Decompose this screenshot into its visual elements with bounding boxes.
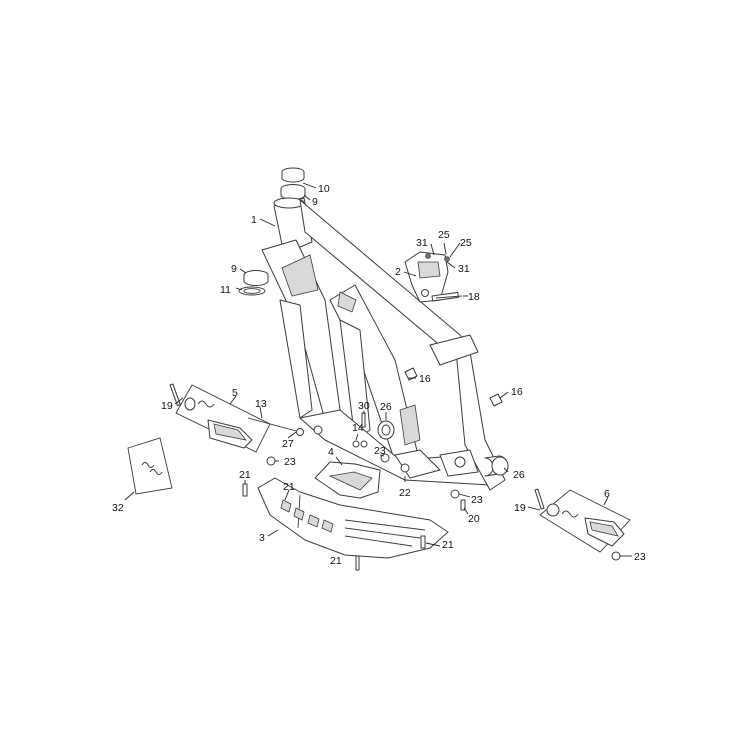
callout-23-far-right: 23 bbox=[634, 551, 646, 563]
cable-clips bbox=[404, 367, 503, 407]
spring-kit-bag bbox=[127, 437, 173, 495]
head-bearing-bottom bbox=[238, 270, 269, 296]
callout-30: 30 bbox=[358, 400, 370, 412]
callout-21-skid: 21 bbox=[283, 481, 295, 493]
footpeg-left-assembly bbox=[169, 383, 271, 453]
head-bearing-top bbox=[280, 167, 306, 200]
callout-13: 13 bbox=[255, 398, 267, 410]
skid-plate bbox=[257, 477, 449, 559]
callout-31-right: 31 bbox=[458, 263, 470, 275]
engine-mount-bracket bbox=[404, 251, 459, 303]
chain-slider bbox=[314, 461, 381, 499]
long-bolt bbox=[247, 417, 304, 436]
leader-lines bbox=[124, 182, 632, 557]
callout-labels: 10 9 1 9 11 31 25 25 2 31 18 16 16 19 5 … bbox=[112, 183, 646, 567]
callout-25-left: 25 bbox=[438, 229, 450, 241]
bolt-18 bbox=[435, 295, 463, 299]
callout-27: 27 bbox=[282, 438, 294, 450]
callout-16-right: 16 bbox=[511, 386, 523, 398]
small-bolts bbox=[352, 412, 368, 448]
callout-21-upper-left: 21 bbox=[239, 469, 251, 481]
footpeg-right-assembly bbox=[534, 488, 631, 553]
callout-25-right: 25 bbox=[460, 237, 472, 249]
callout-10: 10 bbox=[318, 183, 330, 195]
callout-4: 4 bbox=[328, 446, 334, 458]
callout-18: 18 bbox=[468, 291, 480, 303]
spacer-left bbox=[377, 420, 395, 440]
callout-23-right: 23 bbox=[471, 494, 483, 506]
callout-9-top: 9 bbox=[312, 196, 318, 208]
callout-19-left: 19 bbox=[161, 400, 173, 412]
callout-19-right: 19 bbox=[514, 502, 526, 514]
callout-9-bottom: 9 bbox=[231, 263, 237, 275]
callout-2: 2 bbox=[395, 266, 401, 278]
callout-23-left: 23 bbox=[284, 456, 296, 468]
callout-32: 32 bbox=[112, 502, 124, 514]
callout-1: 1 bbox=[251, 214, 257, 226]
skid-plate-screws bbox=[242, 483, 426, 571]
bolt-20 bbox=[460, 499, 466, 511]
callout-21-bottom: 21 bbox=[330, 555, 342, 567]
callout-20: 20 bbox=[468, 513, 480, 525]
callout-6: 6 bbox=[604, 488, 610, 500]
callout-26-right: 26 bbox=[513, 469, 525, 481]
callout-14: 14 bbox=[352, 422, 364, 434]
callout-31-left: 31 bbox=[416, 237, 428, 249]
callout-3: 3 bbox=[259, 532, 265, 544]
callout-11: 11 bbox=[220, 284, 231, 296]
callout-16-left: 16 bbox=[419, 373, 431, 385]
main-frame bbox=[261, 197, 506, 491]
spacer-right bbox=[484, 455, 509, 477]
callout-5: 5 bbox=[232, 387, 238, 399]
callout-23-center: 23 bbox=[374, 445, 386, 457]
callout-21-lower-right: 21 bbox=[442, 539, 454, 551]
callout-22: 22 bbox=[399, 487, 411, 499]
callout-26-left: 26 bbox=[380, 401, 392, 413]
